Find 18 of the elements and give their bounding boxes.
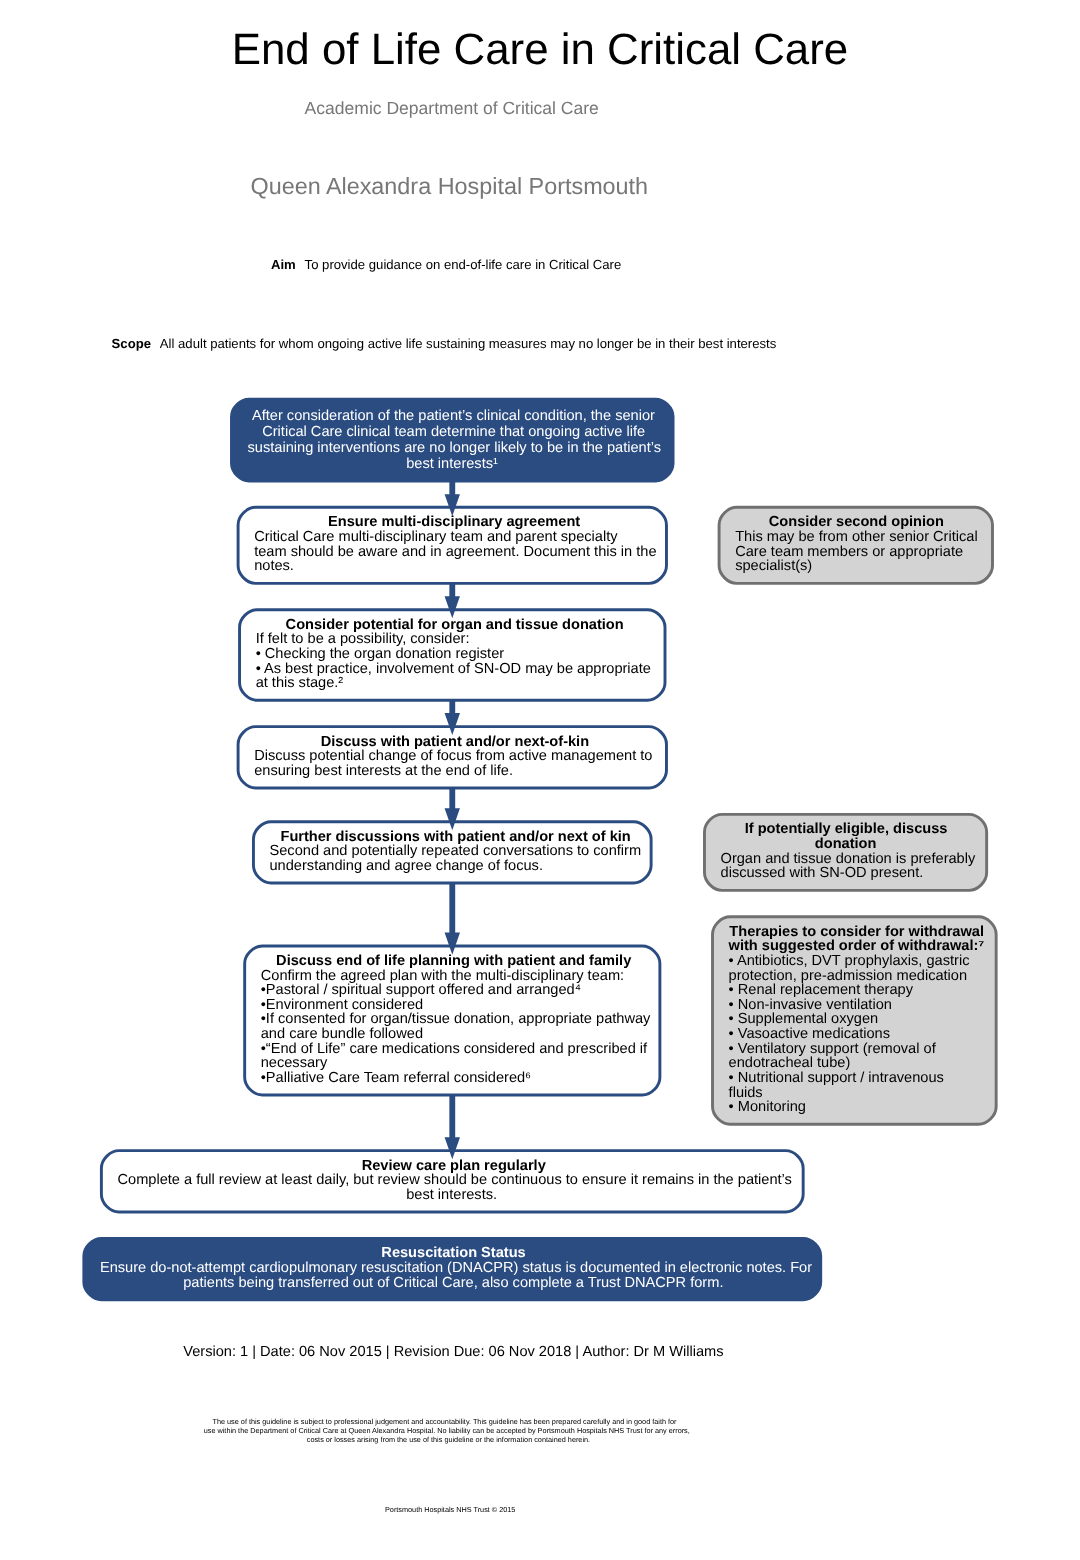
node-box: Therapies to consider for withdrawal with suggested order of withdrawal:⁷ • Antibiotics, DVT prophylaxis, gastric protection, pre-admission medication • Renal replacement therapy • Non-invasive ventilation • Supplemental oxygen • Vasoactive medications • Ventilatory support (removal of endotracheal tube) • Nutritional support / intravenous fluids • Monitoring (711, 915, 998, 1126)
arrow (444, 788, 460, 831)
node-box: Discuss end of life planning with patient and family Confirm the agreed plan with the multi-disciplinary team: •Pastoral / spiritual support offered and arranged⁴ •Environment considered •If consented for organ/tissue donation, appropriate pathway and care bundle followed •“End of Life” care medications considered and prescribed if necessary •Palliative Care Team referral considered⁶ (243, 944, 662, 1097)
arrow (444, 1095, 460, 1160)
node-box: After consideration of the patient’s clinical condition, the senior Critical Care clinical team determine that ongoing active life sustaining interventions are no longer likely to be in the patient’s best interests¹ (230, 397, 675, 483)
diagram-title: End of Life Care in Critical Care (231, 24, 849, 75)
node-box: If potentially eligible, discuss donation Organ and tissue donation is preferably discussed with SN-OD present. (703, 812, 989, 892)
node-box: Consider potential for organ and tissue donation If felt to be a possibility, consider: • Checking the organ donation register • As best practice, involvement of SN-OD may be appropriate at this stage.² (238, 608, 667, 702)
arrow (444, 883, 460, 955)
node-box: Consider second opinion This may be from other senior Critical Care team members or appropriate specialist(s) (717, 505, 994, 585)
label: Queen Alexandra Hospital Portsmouth (250, 174, 649, 201)
node-box: Resuscitation Status Ensure do-not-attempt cardiopulmonary resuscitation (DNACPR) status is documented in electronic notes. For patients being transferred out of Critical Care, also complete a Trust DNACPR form. (82, 1236, 823, 1302)
label: Academic Department of Critical Care (304, 98, 599, 119)
node-box: Ensure multi-disciplinary agreement Critical Care multi-disciplinary team and parent specialty team should be aware and in agreement. Document this in the notes. (236, 505, 668, 585)
node-box: Further discussions with patient and/or next of kin Second and potentially repeated conversations to confirm understanding and agree change of focus. (252, 820, 653, 885)
node-box: Review care plan regularly Complete a full review at least daily, but review should be continuous to ensure it remains in the patient’s best interests. (99, 1149, 805, 1214)
node-box: Discuss with patient and/or next-of-kin Discuss potential change of focus from active management to ensuring best interests at the end of life. (236, 725, 668, 790)
label: Version: 1 | Date: 06 Nov 2015 | Revision Due: 06 Nov 2018 | Author: Dr M Williams (183, 1342, 724, 1361)
